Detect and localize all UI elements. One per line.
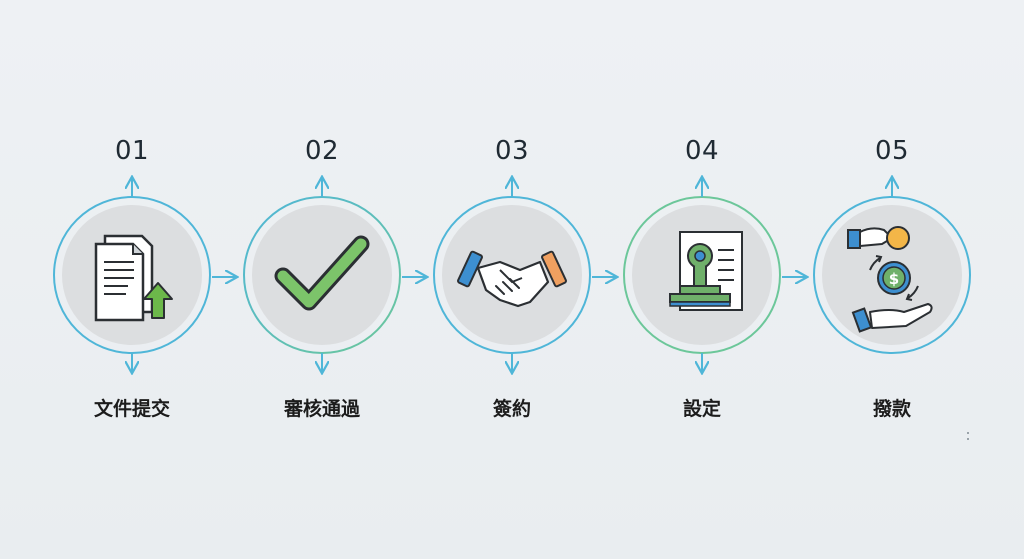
- step-1-node: [53, 178, 211, 372]
- step-5-label: 撥款: [872, 398, 911, 420]
- document-upload-icon: [94, 234, 173, 322]
- step-4-number: 04: [684, 136, 720, 166]
- step-4-label: 設定: [682, 398, 721, 420]
- step-5-node: $: [813, 178, 971, 354]
- step-2-label: 審核通過: [283, 398, 360, 420]
- money-exchange-icon: $: [847, 226, 933, 333]
- step-4-node: [623, 178, 781, 372]
- step-3-number: 03: [494, 136, 530, 166]
- step-1-label: 文件提交: [93, 398, 170, 420]
- step-1-number: 01: [114, 136, 150, 166]
- checkmark-icon: [277, 238, 367, 308]
- step-3-node: [433, 178, 591, 372]
- step-5-number: 05: [874, 136, 910, 166]
- handshake-icon: [457, 250, 567, 308]
- step-3-label: 簽約: [492, 398, 531, 420]
- stamp-icon: [669, 231, 743, 311]
- svg-text:$: $: [889, 270, 899, 288]
- step-2-node: [243, 178, 401, 372]
- step-2-number: 02: [304, 136, 340, 166]
- decorative-dots: [967, 432, 969, 440]
